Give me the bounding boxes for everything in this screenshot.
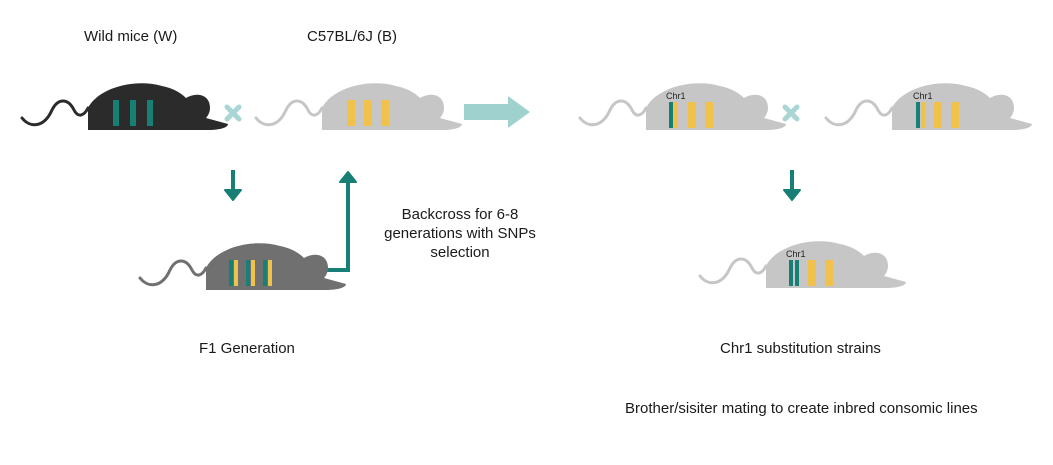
chromosome-teal (147, 100, 153, 126)
b6-mouse-body (322, 83, 462, 130)
backcross-note: Backcross for 6-8 generations with SNPs … (370, 205, 550, 262)
chromosome-yellow (347, 100, 355, 126)
chromosome-teal (916, 102, 920, 128)
chr1-label: Chr1 (666, 91, 686, 101)
label-substitution-strains: Chr1 substitution strains (720, 340, 881, 357)
backcross-arrow (326, 171, 357, 272)
chr1-mouse-right: Chr1 (824, 83, 1032, 130)
chromosome-yellow (921, 102, 925, 128)
wild-mouse-tail (20, 99, 90, 127)
chr1-substitution-mouse-tail (698, 257, 768, 285)
chromosome-teal (789, 260, 793, 286)
chromosome-teal (113, 100, 119, 126)
backcross-note-line-2: generations with SNPs (384, 225, 536, 242)
chr1-substitution-mouse-body (766, 241, 906, 288)
chr1-mouse-left: Chr1 (578, 83, 786, 130)
f1-mouse-body (206, 243, 346, 290)
chr1-mouse-left-body (646, 83, 786, 130)
chromosome-yellow (808, 260, 816, 286)
wild-mouse-body (88, 83, 228, 130)
chromosome-teal (263, 260, 267, 286)
chromosome-yellow (364, 100, 372, 126)
chromosome-teal (246, 260, 250, 286)
label-b6-parent: C57BL/6J (B) (307, 28, 398, 45)
chromosome-yellow (268, 260, 272, 286)
chromosome-yellow (234, 260, 238, 286)
chromosome-yellow (688, 102, 696, 128)
chromosome-yellow (934, 102, 942, 128)
chromosome-yellow (705, 102, 713, 128)
chromosome-teal (130, 100, 136, 126)
chromosome-yellow (381, 100, 389, 126)
chromosome-teal (795, 260, 799, 286)
backcross-note-line-1: Backcross for 6-8 (401, 206, 519, 223)
chr1-label: Chr1 (913, 91, 933, 101)
chromosome-yellow (951, 102, 959, 128)
f1-mouse (138, 243, 346, 290)
cross-symbol-right (782, 104, 800, 122)
chromosome-yellow (674, 102, 678, 128)
cross-symbol-left (224, 104, 242, 122)
label-mating-note: Brother/sisiter mating to create inbred … (625, 400, 978, 417)
backcross-note-line-3: selection (430, 244, 490, 261)
f1-mouse-tail (138, 259, 208, 287)
chr1-substitution-mouse: Chr1 (698, 241, 906, 288)
big-right-arrow (464, 96, 530, 128)
chr1-mouse-left-tail (578, 99, 648, 127)
b6-mouse-tail (254, 99, 324, 127)
wild-mouse (20, 83, 228, 130)
label-wild-parent: Wild mice (W) (84, 28, 178, 45)
down-arrow-left (224, 170, 242, 201)
chr1-mouse-right-tail (824, 99, 894, 127)
b6-mouse (254, 83, 462, 130)
down-arrow-right (783, 170, 801, 201)
chromosome-teal (229, 260, 233, 286)
chr1-mouse-right-body (892, 83, 1032, 130)
chromosome-teal (669, 102, 673, 128)
label-f1-generation: F1 Generation (199, 340, 295, 357)
chr1-label: Chr1 (786, 249, 806, 259)
chromosome-yellow (251, 260, 255, 286)
chromosome-yellow (825, 260, 833, 286)
